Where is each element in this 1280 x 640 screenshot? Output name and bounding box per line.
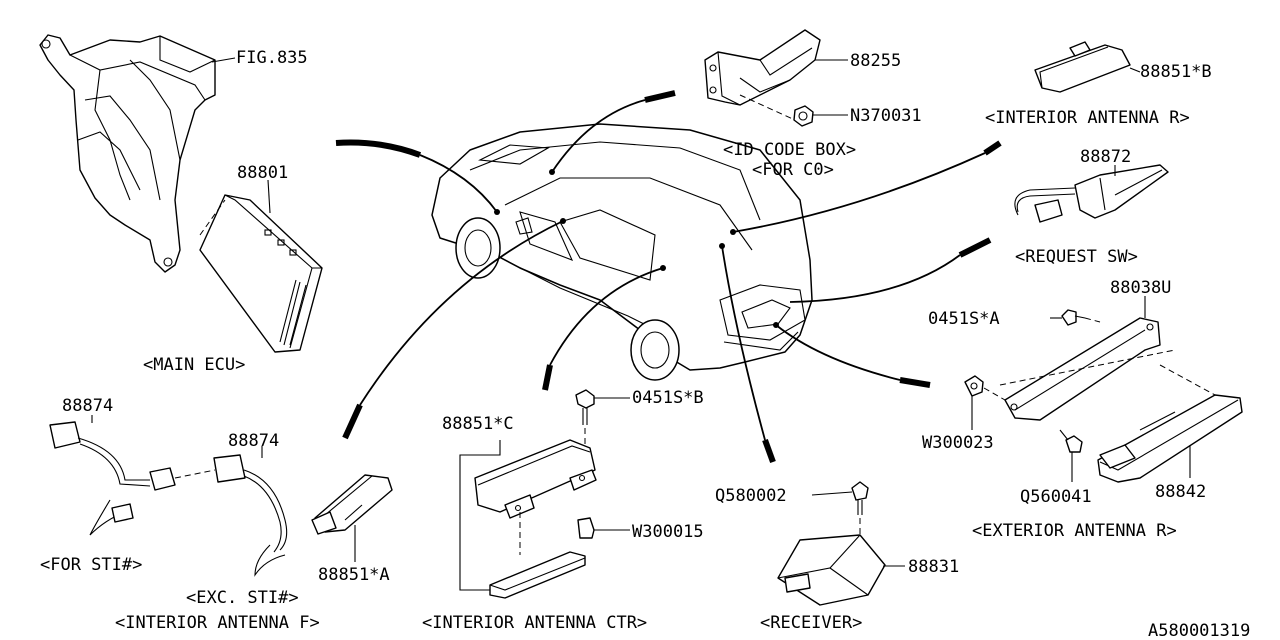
caption-for-c0: <FOR C0> bbox=[752, 160, 834, 180]
main-ecu-bracket-fig835 bbox=[39, 34, 236, 273]
caption-receiver: <RECEIVER> bbox=[760, 613, 862, 633]
id-code-box-88255 bbox=[704, 29, 848, 121]
receiver-88831 bbox=[777, 534, 905, 606]
request-switch-88872 bbox=[1014, 164, 1169, 223]
caption-exc-sti: <EXC. STI#> bbox=[186, 588, 299, 608]
clip-w300023 bbox=[964, 375, 1006, 430]
label-88851c: 88851*C bbox=[442, 414, 514, 434]
label-88801: 88801 bbox=[237, 163, 288, 183]
label-88872: 88872 bbox=[1080, 147, 1131, 167]
figure-id: A580001319 bbox=[1148, 621, 1250, 640]
label-88851b: 88851*B bbox=[1140, 62, 1212, 82]
caption-exterior-antenna-r: <EXTERIOR ANTENNA R> bbox=[972, 521, 1177, 541]
caption-interior-antenna-f: <INTERIOR ANTENNA F> bbox=[115, 613, 320, 633]
bracket-88038u bbox=[999, 296, 1216, 421]
interior-antenna-r-88851b bbox=[1034, 41, 1141, 93]
exterior-antenna-88842 bbox=[1097, 394, 1243, 483]
screw-q580002 bbox=[811, 481, 869, 540]
label-w300023: W300023 bbox=[922, 433, 994, 453]
label-fig835: FIG.835 bbox=[236, 48, 308, 68]
label-88874-left: 88874 bbox=[62, 396, 113, 416]
harness-88874-exc-sti bbox=[213, 446, 288, 577]
clip-w300015 bbox=[577, 517, 630, 539]
label-88038u: 88038U bbox=[1110, 278, 1171, 298]
bracket-line-88851c bbox=[459, 440, 501, 591]
label-88842: 88842 bbox=[1155, 482, 1206, 502]
harness-88874-for-sti bbox=[49, 415, 216, 536]
label-88255: 88255 bbox=[850, 51, 901, 71]
interior-antenna-ctr-88851c bbox=[474, 439, 597, 599]
label-88874-right: 88874 bbox=[228, 431, 279, 451]
caption-id-code-box: <ID CODE BOX> bbox=[723, 140, 856, 160]
caption-interior-antenna-r: <INTERIOR ANTENNA R> bbox=[985, 108, 1190, 128]
main-ecu-88801 bbox=[199, 179, 323, 353]
label-w300015: W300015 bbox=[632, 522, 704, 542]
nut-n370031 bbox=[793, 105, 848, 127]
caption-main-ecu: <MAIN ECU> bbox=[143, 355, 245, 375]
label-q560041: Q560041 bbox=[1020, 487, 1092, 507]
label-88831: 88831 bbox=[908, 557, 959, 577]
caption-request-sw: <REQUEST SW> bbox=[1015, 247, 1138, 267]
label-q580002: Q580002 bbox=[715, 486, 787, 506]
label-n370031: N370031 bbox=[850, 106, 922, 126]
screw-0451s-a bbox=[1050, 309, 1101, 326]
label-0451s-a: 0451S*A bbox=[928, 309, 1000, 329]
label-0451s-b: 0451S*B bbox=[632, 388, 704, 408]
screw-q560041 bbox=[1059, 429, 1083, 482]
caption-interior-antenna-ctr: <INTERIOR ANTENNA CTR> bbox=[422, 613, 647, 633]
label-88851a: 88851*A bbox=[318, 565, 390, 585]
caption-for-sti: <FOR STI#> bbox=[40, 555, 142, 575]
interior-antenna-f-88851a bbox=[311, 474, 393, 562]
location-leader-lines bbox=[335, 90, 1002, 464]
